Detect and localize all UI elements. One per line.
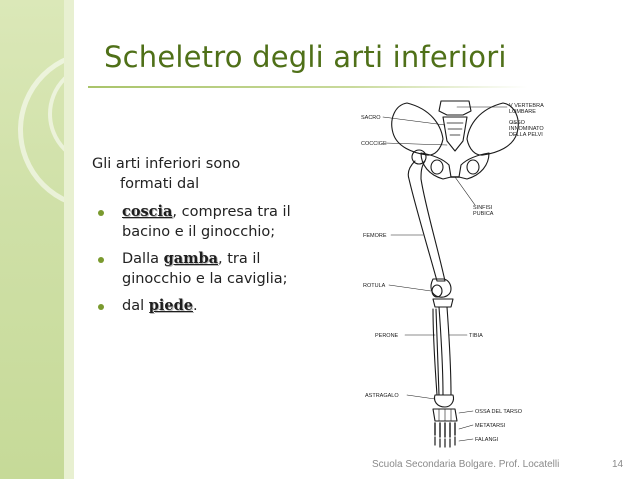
obturator-right	[466, 159, 480, 175]
bullet-text: .	[192, 298, 198, 314]
title-underline-rule	[88, 86, 528, 88]
bullet-prefix: dal	[122, 298, 149, 314]
label-v-vertebra-line2: LOMBARE	[509, 109, 536, 115]
label-osso-line3: DELLA PELVI	[509, 132, 543, 138]
label-sinfisi-line2: PUBICA	[473, 211, 494, 217]
bullet-text: , tra il	[218, 251, 261, 267]
label-sinfisi-line1: SINFISI	[473, 205, 493, 211]
slide-text-body: Gli arti inferiori sono formati dal cosc…	[92, 154, 310, 323]
label-astragalo: ASTRAGALO	[365, 393, 399, 399]
keyword-gamba: gamba	[163, 250, 219, 267]
side-band-stripe	[64, 0, 74, 479]
obturator-left	[430, 159, 444, 175]
keyword-piede: piede	[148, 297, 193, 314]
bullet-piede: dal piede.	[92, 296, 310, 316]
intro-line-2: formati dal	[120, 176, 200, 192]
bullet-dot	[98, 304, 104, 310]
bullet-coscia: coscia, compresa tra il bacino e il gino…	[92, 202, 310, 242]
tibia-shaft	[438, 306, 452, 396]
bullet-text-continued: bacino e il ginocchio;	[122, 224, 276, 240]
phalanges	[434, 436, 456, 448]
intro-paragraph: Gli arti inferiori sono formati dal	[92, 154, 310, 194]
label-coccige: COCCIGE	[361, 141, 387, 147]
tibia-plateau	[432, 298, 454, 308]
keyword-coscia: coscia	[122, 203, 173, 220]
bullet-text-continued: ginocchio e la caviglia;	[122, 271, 288, 287]
label-ossa-tarso: OSSA DEL TARSO	[475, 409, 523, 415]
bullet-prefix: Dalla	[122, 251, 164, 267]
bullet-dot	[98, 210, 104, 216]
sacrum	[442, 116, 468, 152]
intro-line-1: Gli arti inferiori sono	[92, 156, 241, 172]
label-v-vertebra-line1: V VERTEBRA	[509, 103, 544, 109]
label-metatarsi: METATARSI	[475, 423, 506, 429]
metatarsals	[434, 422, 456, 438]
content-panel	[86, 20, 626, 460]
fibula-shaft	[432, 308, 440, 396]
pelvis-right-ilium	[466, 102, 519, 156]
bullet-gamba: Dalla gamba, tra il ginocchio e la cavig…	[92, 249, 310, 289]
label-osso-line1: OSSO	[509, 120, 526, 126]
label-sacro: SACRO	[361, 115, 381, 121]
lower-limb-skeleton-figure: V VERTEBRA LOMBARE OSSO INNOMINATO DELLA…	[355, 95, 627, 450]
label-tibia: TIBIA	[469, 333, 483, 339]
skeleton-illustration: V VERTEBRA LOMBARE OSSO INNOMINATO DELLA…	[361, 100, 544, 448]
page-number: 14	[612, 459, 624, 470]
label-osso-line2: INNOMINATO	[509, 126, 544, 132]
pelvis-left-ilium	[391, 102, 444, 156]
lumbar-vertebra	[438, 100, 472, 116]
label-falangi: FALANGI	[475, 437, 499, 443]
label-femore: FEMORE	[363, 233, 387, 239]
label-rotula: ROTULA	[363, 283, 386, 289]
tarsal-bones	[432, 408, 458, 422]
femur-shaft	[407, 160, 446, 282]
label-perone: PERONE	[375, 333, 399, 339]
femoral-head	[411, 149, 427, 165]
astragalus	[433, 394, 455, 408]
footer-text: Scuola Secondaria Bolgare. Prof. Locatel…	[372, 459, 560, 470]
slide-title: Scheletro degli arti inferiori	[104, 40, 507, 74]
patella	[431, 284, 443, 298]
bullet-dot	[98, 257, 104, 263]
bullet-text: , compresa tra il	[172, 204, 291, 220]
decorative-side-band	[0, 0, 74, 479]
pelvis-right-pubis	[458, 152, 490, 180]
